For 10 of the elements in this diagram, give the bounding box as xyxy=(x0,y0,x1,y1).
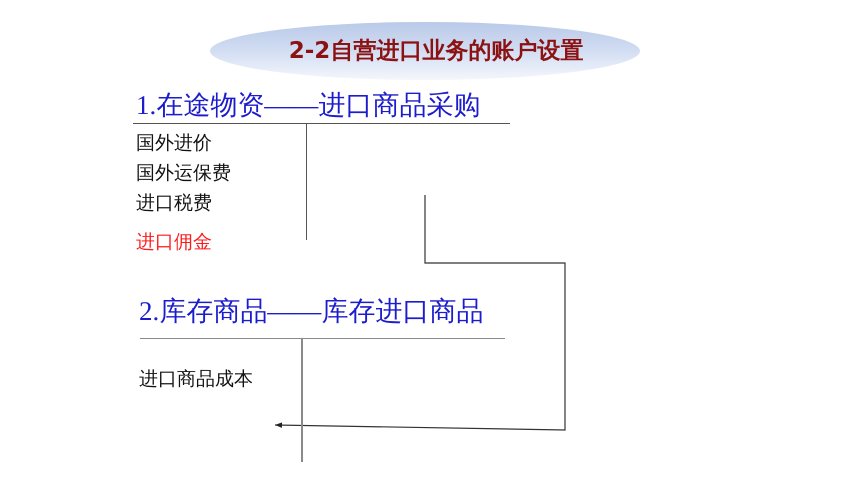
arrow xyxy=(274,195,566,431)
entry-text: 进口商品成本 xyxy=(139,367,253,391)
diagram-title: 2-2自营进口业务的账户设置 xyxy=(288,37,584,66)
entry-text: 进口佣金 xyxy=(136,230,212,254)
t-account xyxy=(136,294,505,464)
account-title: 1.在途物资——进口商品采购 xyxy=(136,89,480,122)
entry-text: 国外进价 xyxy=(136,131,212,155)
entry-text: 进口税费 xyxy=(136,191,212,215)
account-title: 2.库存商品——库存进口商品 xyxy=(139,295,484,328)
entry-text: 国外运保费 xyxy=(136,161,231,185)
